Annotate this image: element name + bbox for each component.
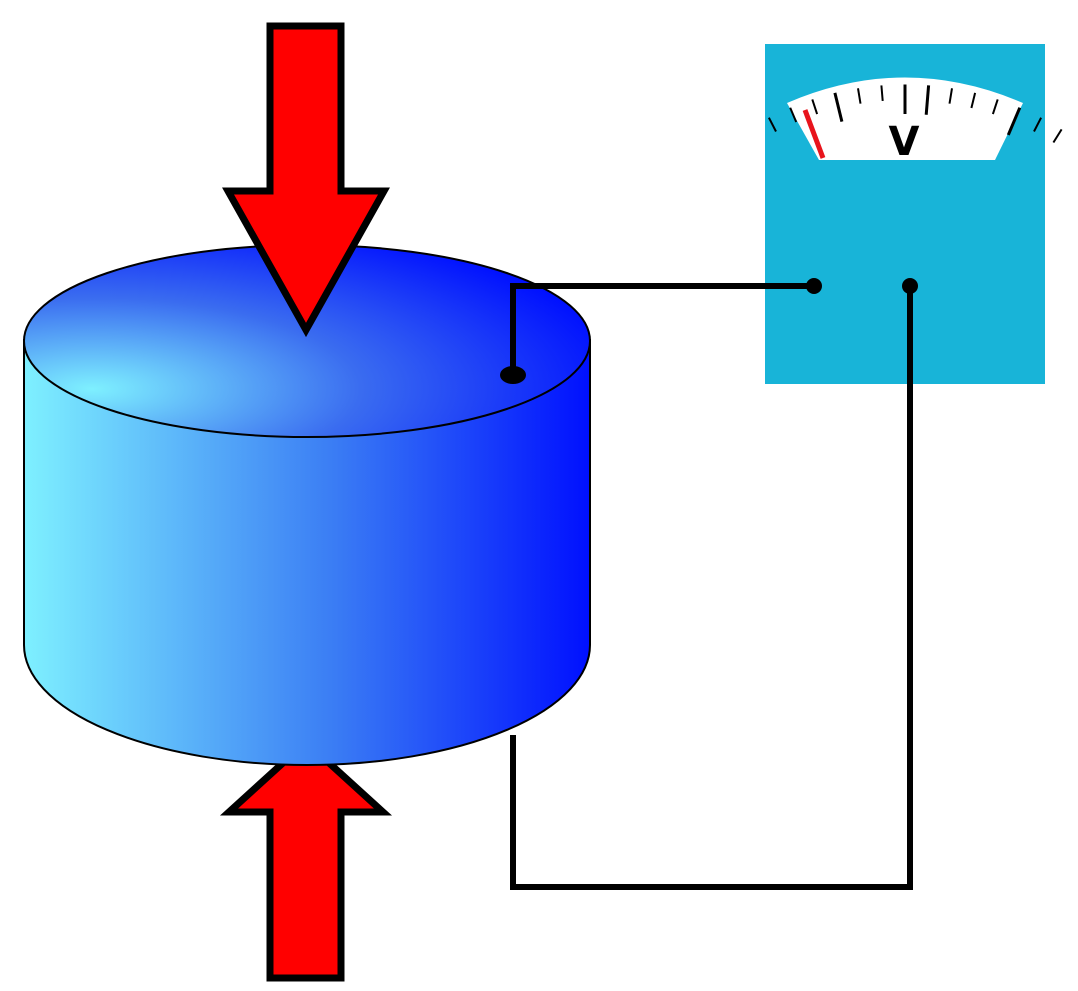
voltmeter-needle (802, 109, 826, 159)
piezo-cylinder (23, 244, 591, 766)
dial-tick (811, 99, 819, 115)
cylinder-side (23, 339, 591, 766)
dial-tick (924, 85, 931, 115)
dial-tick (970, 92, 977, 109)
bottom-electrode-wire (510, 286, 913, 890)
cylinder-bottom-rim (23, 632, 591, 645)
circuit-wires (510, 283, 913, 890)
dial-tick (1033, 117, 1042, 132)
dial-tick (991, 99, 999, 115)
top-electrode-contact (500, 366, 526, 384)
voltmeter-dial (787, 77, 1023, 160)
dial-tick (1052, 128, 1063, 144)
voltmeter: V (765, 44, 1063, 384)
dial-tick (768, 117, 777, 132)
top-electrode-wire (510, 283, 814, 375)
dial-tick (948, 88, 953, 104)
dial-scale-ticks (768, 84, 1063, 144)
dial-tick (833, 92, 844, 122)
upward-force-arrow (219, 737, 393, 982)
dial-tick (789, 107, 798, 123)
dial-tick (880, 85, 884, 101)
dial-tick (1006, 107, 1022, 136)
voltmeter-symbol: V (889, 119, 920, 165)
downward-force-arrow (222, 22, 390, 338)
dial-tick (857, 88, 862, 104)
